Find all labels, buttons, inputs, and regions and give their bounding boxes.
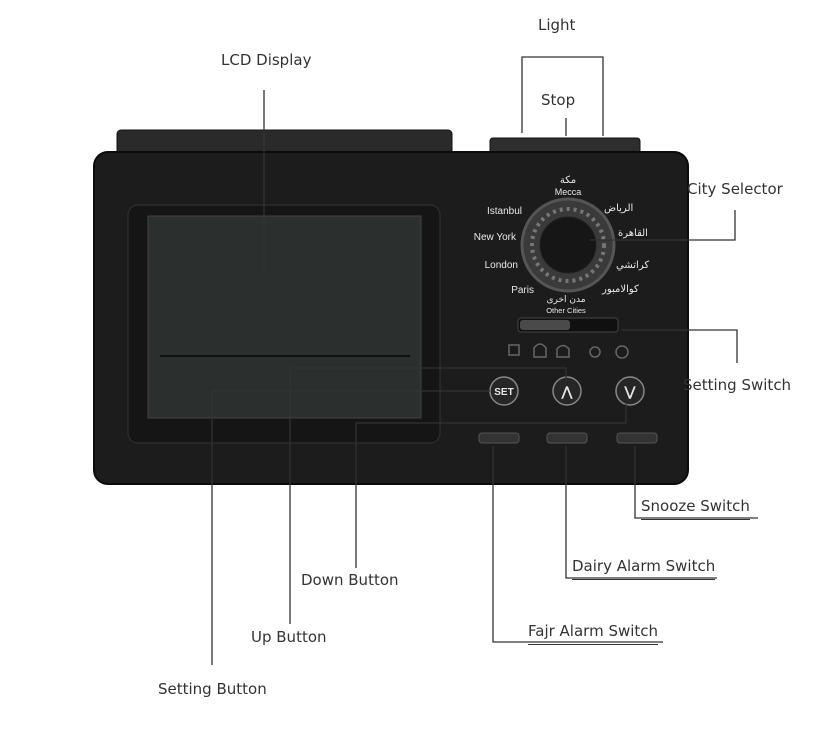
set-button[interactable]: SET xyxy=(489,376,519,406)
mosque-icon xyxy=(533,343,547,358)
city-dial-inner-ring xyxy=(530,207,606,283)
callout-city-selector: City Selector xyxy=(687,180,783,198)
callout-setting-switch: Setting Switch xyxy=(683,376,792,394)
city-label-right-1: الرياض xyxy=(604,203,633,214)
city-label-right-4: كوالامبور xyxy=(601,284,639,295)
callout-setting-button: Setting Button xyxy=(158,680,267,698)
mecca-label: Mecca xyxy=(555,187,582,197)
calendar-icon xyxy=(508,344,520,356)
down-icon: ⋁ xyxy=(624,384,637,399)
fajr-alarm-switch-leader xyxy=(492,446,663,643)
lcd-screen xyxy=(147,215,422,419)
set-button-label: SET xyxy=(494,387,513,398)
setting-switch-knob[interactable] xyxy=(520,320,570,330)
callout-dairy-alarm-switch: Dairy Alarm Switch xyxy=(572,557,716,580)
dairy-alarm-switch-leader xyxy=(565,446,717,579)
city-label-right-2: القاهرة xyxy=(618,228,648,239)
snooze-switch[interactable] xyxy=(616,432,658,444)
setting-button-leader xyxy=(211,390,490,665)
callout-fajr-alarm-switch: Fajr Alarm Switch xyxy=(528,622,659,645)
callout-stop: Stop xyxy=(541,91,576,109)
dairy-alarm-switch[interactable] xyxy=(546,432,588,444)
other-cities-ar-label: مدن اخرى xyxy=(546,295,585,305)
callout-light: Light xyxy=(538,16,576,34)
light-leader xyxy=(521,56,604,136)
city-label-left-3: London xyxy=(485,260,518,271)
mosque-alarm-icon xyxy=(556,344,570,358)
bell-icon xyxy=(589,346,601,358)
up-icon: ⋀ xyxy=(561,384,574,399)
up-button[interactable]: ⋀ xyxy=(552,376,582,406)
clock-icon xyxy=(615,345,629,359)
city-label-left-4: Paris xyxy=(511,285,534,296)
callout-down-button: Down Button xyxy=(301,571,399,589)
callout-lcd-display: LCD Display xyxy=(221,51,312,69)
city-label-left-2: New York xyxy=(474,232,517,243)
leader-lines xyxy=(211,56,758,665)
snooze-switch-leader xyxy=(634,446,758,519)
callout-up-button: Up Button xyxy=(251,628,327,646)
city-selector-dial[interactable] xyxy=(539,216,597,274)
other-cities-label: Other Cities xyxy=(546,306,586,315)
prayer-clock-device: مكة Mecca Istanbul New York London Paris… xyxy=(93,129,689,485)
city-label-left-1: Istanbul xyxy=(487,206,522,217)
setting-switch-leader xyxy=(621,329,738,363)
mode-icons-row xyxy=(508,343,629,359)
city-selector-leader xyxy=(590,210,736,241)
up-button-leader xyxy=(289,367,567,624)
city-label-right-3: كراتشي xyxy=(616,260,649,271)
callout-snooze-switch: Snooze Switch xyxy=(641,497,750,520)
down-button[interactable]: ⋁ xyxy=(615,376,645,406)
down-button-leader xyxy=(355,404,627,568)
fajr-alarm-switch[interactable] xyxy=(478,432,520,444)
mecca-ar-label: مكة xyxy=(560,175,576,186)
